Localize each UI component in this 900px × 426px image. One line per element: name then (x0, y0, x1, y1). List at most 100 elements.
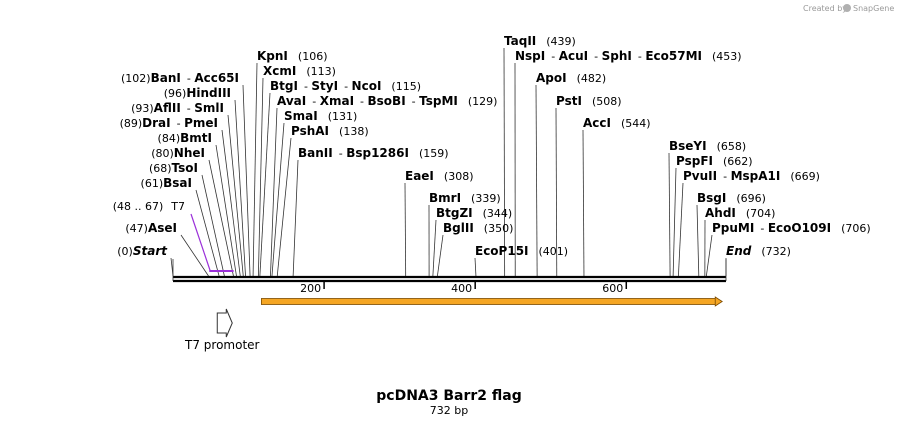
feature-t7-promoter[interactable]: T7 promoter (184, 308, 260, 352)
leader-line-kpni (252, 62, 258, 277)
cut-position: (0) (117, 245, 133, 258)
site-bani[interactable]: (102)BanI- Acc65I (121, 71, 239, 85)
leader-line-apoi (535, 84, 538, 277)
site-bmri[interactable]: BmrI(339) (429, 191, 501, 205)
site-xcmi[interactable]: XcmI(113) (263, 64, 336, 78)
site-end[interactable]: End(732) (726, 244, 791, 258)
site-apoi[interactable]: ApoI (482) (536, 71, 606, 85)
site-label-bani: (102)BanI- Acc65I (121, 71, 239, 85)
site-label-btgi: BtgI- StyI- NcoI(115) (270, 79, 421, 93)
site-hindiii[interactable]: (96)HindIII (164, 86, 231, 100)
enzyme-name: BanI (151, 71, 181, 85)
cut-position: (401) (539, 245, 569, 258)
site-asei[interactable]: (47)AseI (125, 221, 177, 235)
site-avai[interactable]: AvaI- XmaI- BsoBI- TspMI(129) (277, 94, 497, 108)
cut-position: (544) (621, 117, 651, 130)
leader-line-smai (271, 122, 285, 277)
site-tsoi[interactable]: (68)TsoI (149, 161, 198, 175)
site-psti[interactable]: PstI(508) (556, 94, 622, 108)
cut-position: (159) (419, 147, 449, 160)
cut-position: (482) (577, 72, 607, 85)
enzyme-name: PmeI (184, 116, 218, 130)
site-eaei[interactable]: EaeI(308) (405, 169, 474, 183)
enzyme-name: End (726, 244, 752, 258)
site-label-nhei: (80)NheI (151, 146, 205, 160)
map-length: 732 bp (430, 404, 468, 417)
enzyme-name: SmaI (284, 109, 318, 123)
site-label-ecop15i: EcoP15I(401) (475, 244, 568, 258)
cut-position: (131) (328, 110, 358, 123)
feature-track: T7 promoter (184, 296, 723, 352)
site-label-hindiii: (96)HindIII (164, 86, 231, 100)
cut-position: (658) (717, 140, 747, 153)
enzyme-name: SmlI (194, 101, 224, 115)
site-nspi[interactable]: NspI- AcuI- SphI- Eco57MI(453) (515, 49, 742, 63)
site-ppumi[interactable]: PpuMI- EcoO109I(706) (712, 221, 871, 235)
site-label-bmri: BmrI(339) (429, 191, 501, 205)
enzyme-name: Bsp1286I (346, 146, 409, 160)
site-kpni[interactable]: KpnI(106) (257, 49, 328, 63)
leader-line-ecop15i (474, 257, 477, 277)
site-acci[interactable]: AccI(544) (583, 116, 651, 130)
leader-line-ppumi (705, 234, 713, 277)
site-bsgi[interactable]: BsgI(696) (697, 191, 766, 205)
site-banii[interactable]: BanII- Bsp1286I(159) (298, 146, 449, 160)
leader-line-banii (292, 159, 299, 277)
leader-line-tsoi (201, 174, 225, 277)
cut-position: (84) (158, 132, 181, 145)
site-btgi[interactable]: BtgI- StyI- NcoI(115) (270, 79, 421, 93)
site-ahdi[interactable]: AhdI(704) (705, 206, 775, 220)
snapgene-logo-icon (843, 4, 851, 12)
cut-position: (47) (125, 222, 148, 235)
primer-range: (48 .. 67) (113, 200, 164, 213)
enzyme-name: PshAI (291, 124, 329, 138)
site-aflii[interactable]: (93)AflII- SmlI (131, 101, 224, 115)
site-bsai[interactable]: (61)BsaI (141, 176, 192, 190)
site-label-pshai: PshAI(138) (291, 124, 369, 138)
cut-position: (344) (483, 207, 513, 220)
enzyme-name: BtgZI (436, 206, 473, 220)
leader-line-pshai (276, 137, 292, 277)
site-bmti[interactable]: (84)BmtI (158, 131, 212, 145)
site-label-banii: BanII- Bsp1286I(159) (298, 146, 449, 160)
leader-line-bglii (437, 234, 444, 277)
enzyme-name: EaeI (405, 169, 434, 183)
enzyme-name: ApoI (536, 71, 567, 85)
site-smai[interactable]: SmaI (131) (284, 109, 357, 123)
site-start[interactable]: (0)Start (117, 244, 168, 258)
enzyme-name: KpnI (257, 49, 288, 63)
site-pvuii[interactable]: PvuII- MspA1I(669) (683, 169, 820, 183)
enzyme-name: PpuMI (712, 221, 754, 235)
cut-position: (453) (712, 50, 742, 63)
enzyme-name: BmrI (429, 191, 461, 205)
enzyme-name: HindIII (186, 86, 231, 100)
enzyme-name: SphI (602, 49, 632, 63)
enzyme-name: NheI (174, 146, 205, 160)
primer-label[interactable]: (48 .. 67)T7 (113, 200, 185, 213)
site-pspfi[interactable]: PspFI(662) (676, 154, 753, 168)
enzyme-name: AcuI (559, 49, 588, 63)
enzyme-name: AseI (148, 221, 177, 235)
site-bglii[interactable]: BglII(350) (443, 221, 513, 235)
feature-orf[interactable] (260, 296, 723, 307)
orf-arrow-icon (714, 296, 723, 307)
site-pshai[interactable]: PshAI(138) (291, 124, 369, 138)
site-ecop15i[interactable]: EcoP15I(401) (475, 244, 568, 258)
enzyme-name: BmtI (180, 131, 212, 145)
ruler-label-400: 400 (451, 282, 472, 295)
site-label-bmti: (84)BmtI (158, 131, 212, 145)
enzyme-name: AflII (154, 101, 181, 115)
cut-position: (68) (149, 162, 172, 175)
leader-line-xcmi (257, 77, 264, 277)
leader-line-pspfi (672, 167, 677, 277)
enzyme-name: DraI (142, 116, 170, 130)
enzyme-name: BtgI (270, 79, 298, 93)
site-taqii[interactable]: TaqII(439) (504, 34, 576, 48)
site-bseyi[interactable]: BseYI(658) (669, 139, 746, 153)
site-label-acci: AccI(544) (583, 116, 651, 130)
site-drai[interactable]: (89)DraI- PmeI (120, 116, 218, 130)
enzyme-name: BsaI (163, 176, 192, 190)
site-nhei[interactable]: (80)NheI (151, 146, 205, 160)
enzyme-name: PspFI (676, 154, 713, 168)
site-btgzi[interactable]: BtgZI (344) (436, 206, 512, 220)
